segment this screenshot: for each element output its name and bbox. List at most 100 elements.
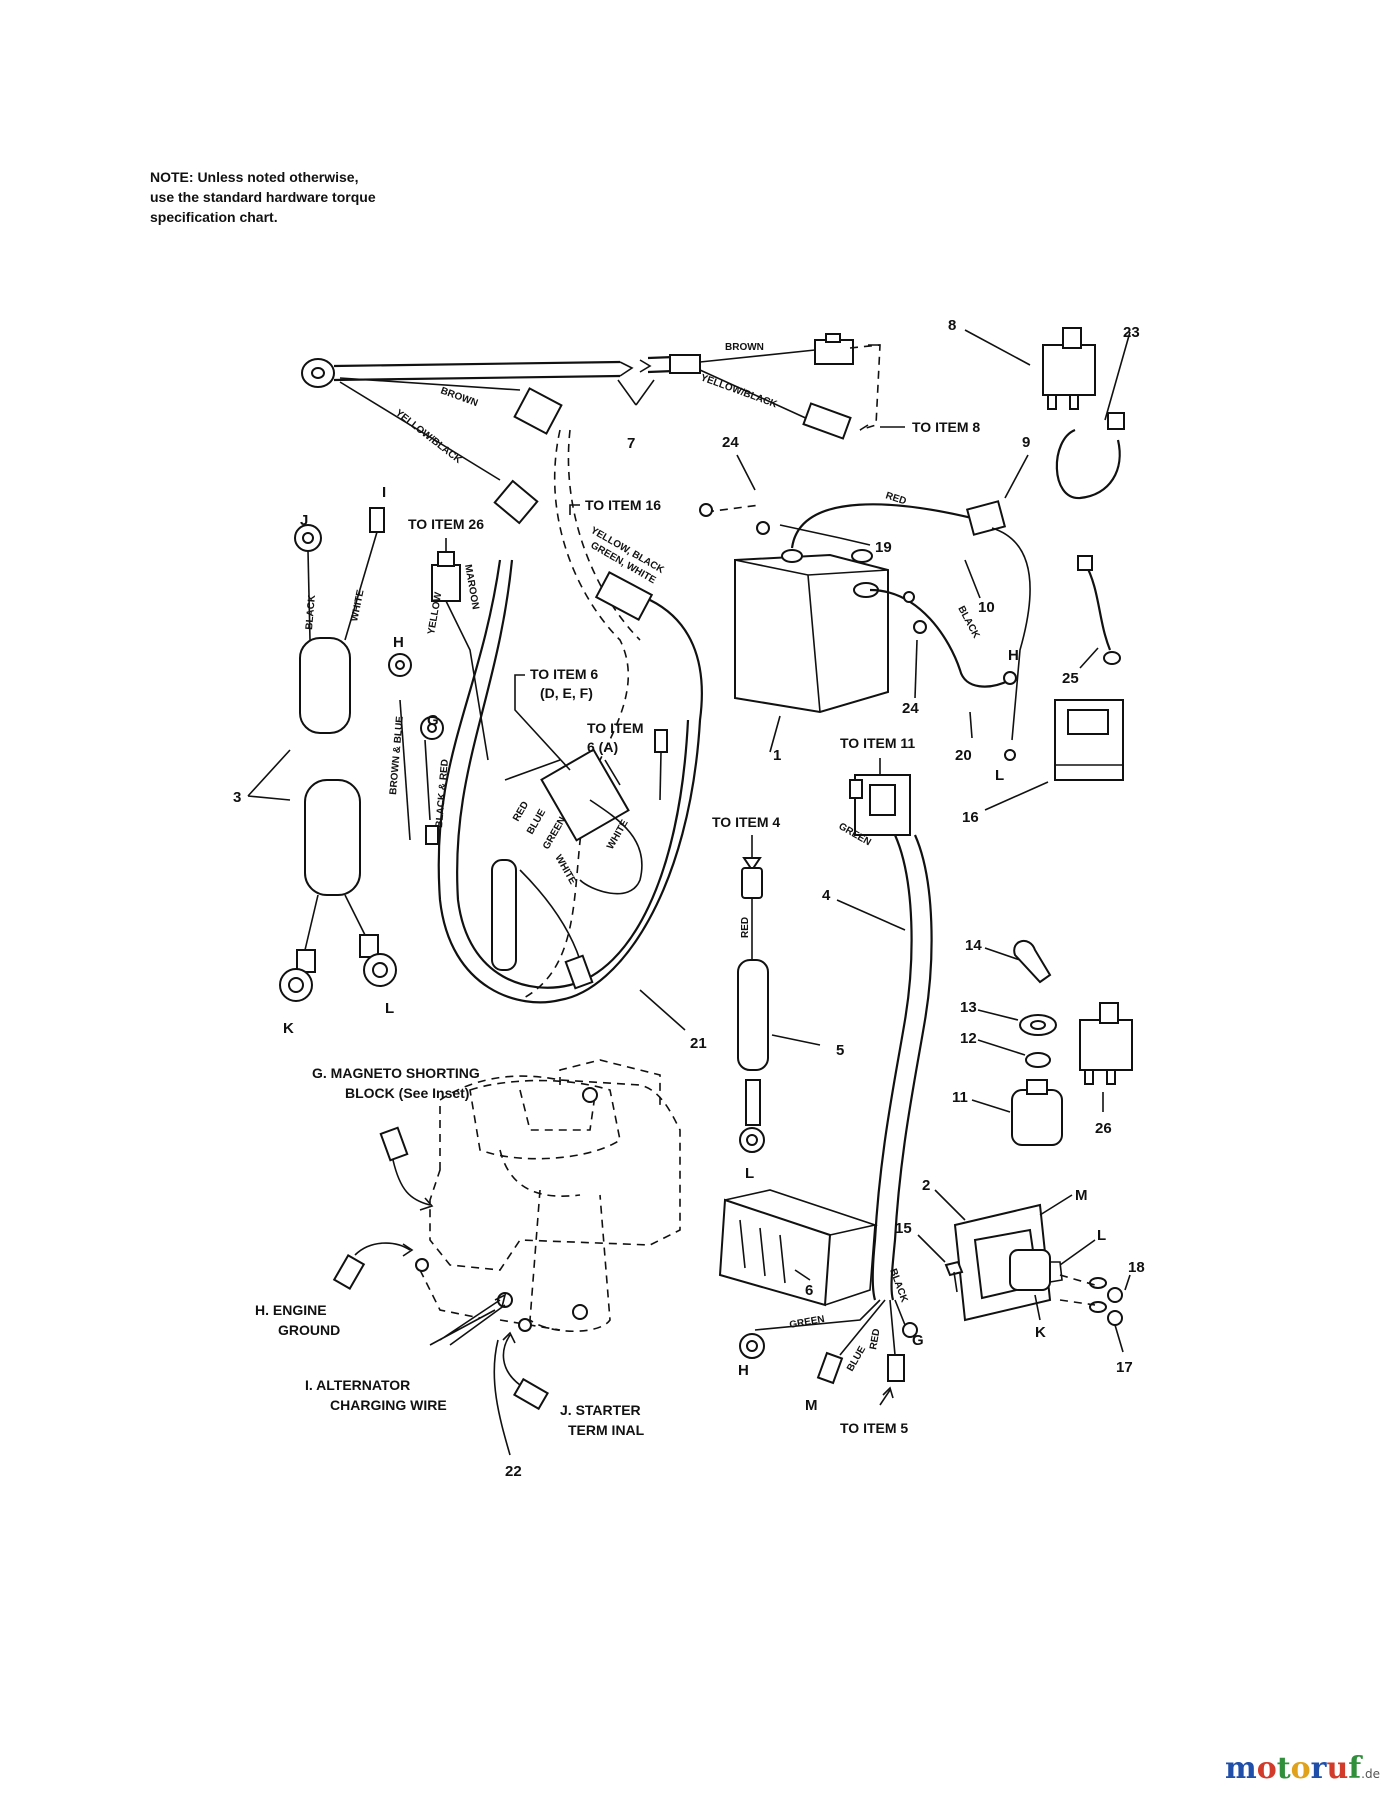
wire-label-yellow-black-left: YELLOW/BLACK xyxy=(393,408,464,467)
wire-label-blue-harness: BLUE xyxy=(525,807,548,836)
hardware-torque-note: NOTE: Unless noted otherwise, use the st… xyxy=(150,167,376,227)
callout-starter-2: TERM INAL xyxy=(568,1422,645,1438)
item-number-8: 8 xyxy=(948,317,956,334)
item-number-12: 12 xyxy=(960,1030,977,1047)
wire-label-white-harness-1: WHITE xyxy=(552,853,578,887)
terminal-M-ignition: M xyxy=(805,1397,818,1414)
wire-label-black-red: BLACK & RED xyxy=(434,759,451,829)
terminal-K-bracket: K xyxy=(1035,1324,1046,1341)
ignition-switch-bracket-2: 2 M L K 15 18 17 xyxy=(895,1177,1145,1376)
callout-alternator-2: CHARGING WIRE xyxy=(330,1397,447,1413)
item-number-3: 3 xyxy=(233,789,241,806)
callout-to-item-26: TO ITEM 26 xyxy=(408,516,484,532)
note-line-2: use the standard hardware torque xyxy=(150,189,376,205)
wire-label-black-left: BLACK xyxy=(304,594,318,631)
wire-label-red-harness: RED xyxy=(511,800,531,824)
battery-1: 1 xyxy=(734,549,889,764)
wire-label-red-diode: RED xyxy=(740,917,751,938)
wire-label-yellow: YELLOW xyxy=(426,591,444,636)
wire-label-brown-left: BROWN xyxy=(439,385,479,409)
wire-label-green-harness: GREEN xyxy=(541,815,568,851)
callout-to-item-5: TO ITEM 5 xyxy=(840,1420,908,1436)
item-number-25: 25 xyxy=(1062,670,1079,687)
wire-label-green-ignition-lower: GREEN xyxy=(789,1314,826,1331)
note-line-3: specification chart. xyxy=(150,209,278,225)
item-number-13: 13 xyxy=(960,999,977,1016)
item-number-23: 23 xyxy=(1123,324,1140,341)
item-number-2: 2 xyxy=(922,1177,930,1194)
terminal-L-bracket: L xyxy=(1097,1227,1106,1244)
terminal-K: K xyxy=(283,1020,294,1037)
item-number-15: 15 xyxy=(895,1220,912,1237)
callout-to-item-6-def-1: TO ITEM 6 xyxy=(530,666,598,682)
item-number-20: 20 xyxy=(955,747,972,764)
terminal-H-ignition: H xyxy=(738,1362,749,1379)
engine-assembly: G. MAGNETO SHORTING BLOCK (See Inset) H.… xyxy=(255,1059,681,1480)
ignition-parts: 14 13 12 11 xyxy=(952,937,1063,1146)
terminal-G-harness: G xyxy=(427,712,439,729)
callout-to-item-4: TO ITEM 4 xyxy=(712,814,780,830)
item-number-24-bottom: 24 xyxy=(902,700,919,717)
note-line-1: NOTE: Unless noted otherwise, xyxy=(150,169,359,185)
wire-label-white-harness-2: WHITE xyxy=(605,818,631,852)
wire-label-yellow-black-top: YELLOW/BLACK xyxy=(699,372,779,410)
terminal-L-diode: L xyxy=(745,1165,754,1182)
callout-to-item-6-def-2: (D, E, F) xyxy=(540,685,593,701)
terminal-L-battery: L xyxy=(995,767,1004,784)
callout-to-item-16: TO ITEM 16 xyxy=(585,497,661,513)
strap-25: 25 xyxy=(1062,555,1121,687)
item-number-26: 26 xyxy=(1095,1120,1112,1137)
item-number-4: 4 xyxy=(822,887,831,904)
terminal-M-bracket: M xyxy=(1075,1187,1088,1204)
item-number-1: 1 xyxy=(773,747,781,764)
terminal-L: L xyxy=(385,1000,394,1017)
callout-to-item-11: TO ITEM 11 xyxy=(840,735,915,751)
ignition-harness-4: TO ITEM 11 GREEN GREEN BLUE RED BLACK H … xyxy=(738,735,933,1436)
motoruf-watermark-logo: motoruf.de xyxy=(1225,1751,1380,1786)
callout-to-item-8: TO ITEM 8 xyxy=(912,419,980,435)
battery-cable-red-10: RED 10 9 L xyxy=(790,434,1031,784)
callout-magneto-2: BLOCK (See Inset) xyxy=(345,1085,469,1101)
item-number-22: 22 xyxy=(505,1463,522,1480)
switch-26: 26 xyxy=(1079,1002,1133,1137)
item-number-24-top: 24 xyxy=(722,434,739,451)
item-number-19: 19 xyxy=(875,539,892,556)
callout-engine-ground-1: H. ENGINE xyxy=(255,1302,327,1318)
item-number-9: 9 xyxy=(1022,434,1030,451)
wire-label-maroon: MAROON xyxy=(462,564,481,611)
callout-to-item-6-a-1: TO ITEM xyxy=(587,720,644,736)
terminal-I: I xyxy=(382,484,386,501)
terminal-J: J xyxy=(300,512,308,529)
wire-label-red-ignition: RED xyxy=(868,1328,883,1351)
harness-sleeve-3: BLACK WHITE J I K L 3 xyxy=(233,484,397,1037)
item-number-14: 14 xyxy=(965,937,982,954)
item-number-16: 16 xyxy=(962,809,979,826)
wire-label-blue-ignition: BLUE xyxy=(845,1344,868,1373)
callout-alternator-1: I. ALTERNATOR xyxy=(305,1377,410,1393)
callout-to-item-6-a-2: 6 (A) xyxy=(587,739,618,755)
wire-label-brown-top: BROWN xyxy=(725,342,764,353)
callout-starter-1: J. STARTER xyxy=(560,1402,641,1418)
connector-6: 6 xyxy=(718,1189,878,1307)
callout-engine-ground-2: GROUND xyxy=(278,1322,340,1338)
seat-switch-8: 8 xyxy=(948,317,1096,410)
item-number-18: 18 xyxy=(1128,1259,1145,1276)
item-number-17: 17 xyxy=(1116,1359,1133,1376)
battery-hardware-19-24: 19 24 24 xyxy=(699,434,927,717)
main-harness-21: YELLOW, BLACK GREEN, WHITE TO ITEM 16 TO… xyxy=(388,429,707,1052)
item-number-10: 10 xyxy=(978,599,995,616)
terminal-H-harness: H xyxy=(393,634,404,651)
item-number-5: 5 xyxy=(836,1042,844,1059)
solenoid-relay-16: 16 xyxy=(962,699,1124,826)
item-number-11: 11 xyxy=(952,1089,968,1106)
main-harness-top: BROWN YELLOW/BLACK BROWN YELLOW/BLACK 7 … xyxy=(301,333,980,525)
jumper-wire-23: 23 xyxy=(1055,324,1140,500)
item-number-21: 21 xyxy=(690,1035,707,1052)
terminal-G-ignition: G xyxy=(912,1332,924,1349)
callout-magneto-1: G. MAGNETO SHORTING xyxy=(312,1065,480,1081)
item-number-7: 7 xyxy=(627,435,635,452)
wire-label-white-left: WHITE xyxy=(349,589,367,623)
item-number-6: 6 xyxy=(805,1282,813,1299)
diode-wire-5: TO ITEM 4 RED L 5 xyxy=(712,814,844,1182)
